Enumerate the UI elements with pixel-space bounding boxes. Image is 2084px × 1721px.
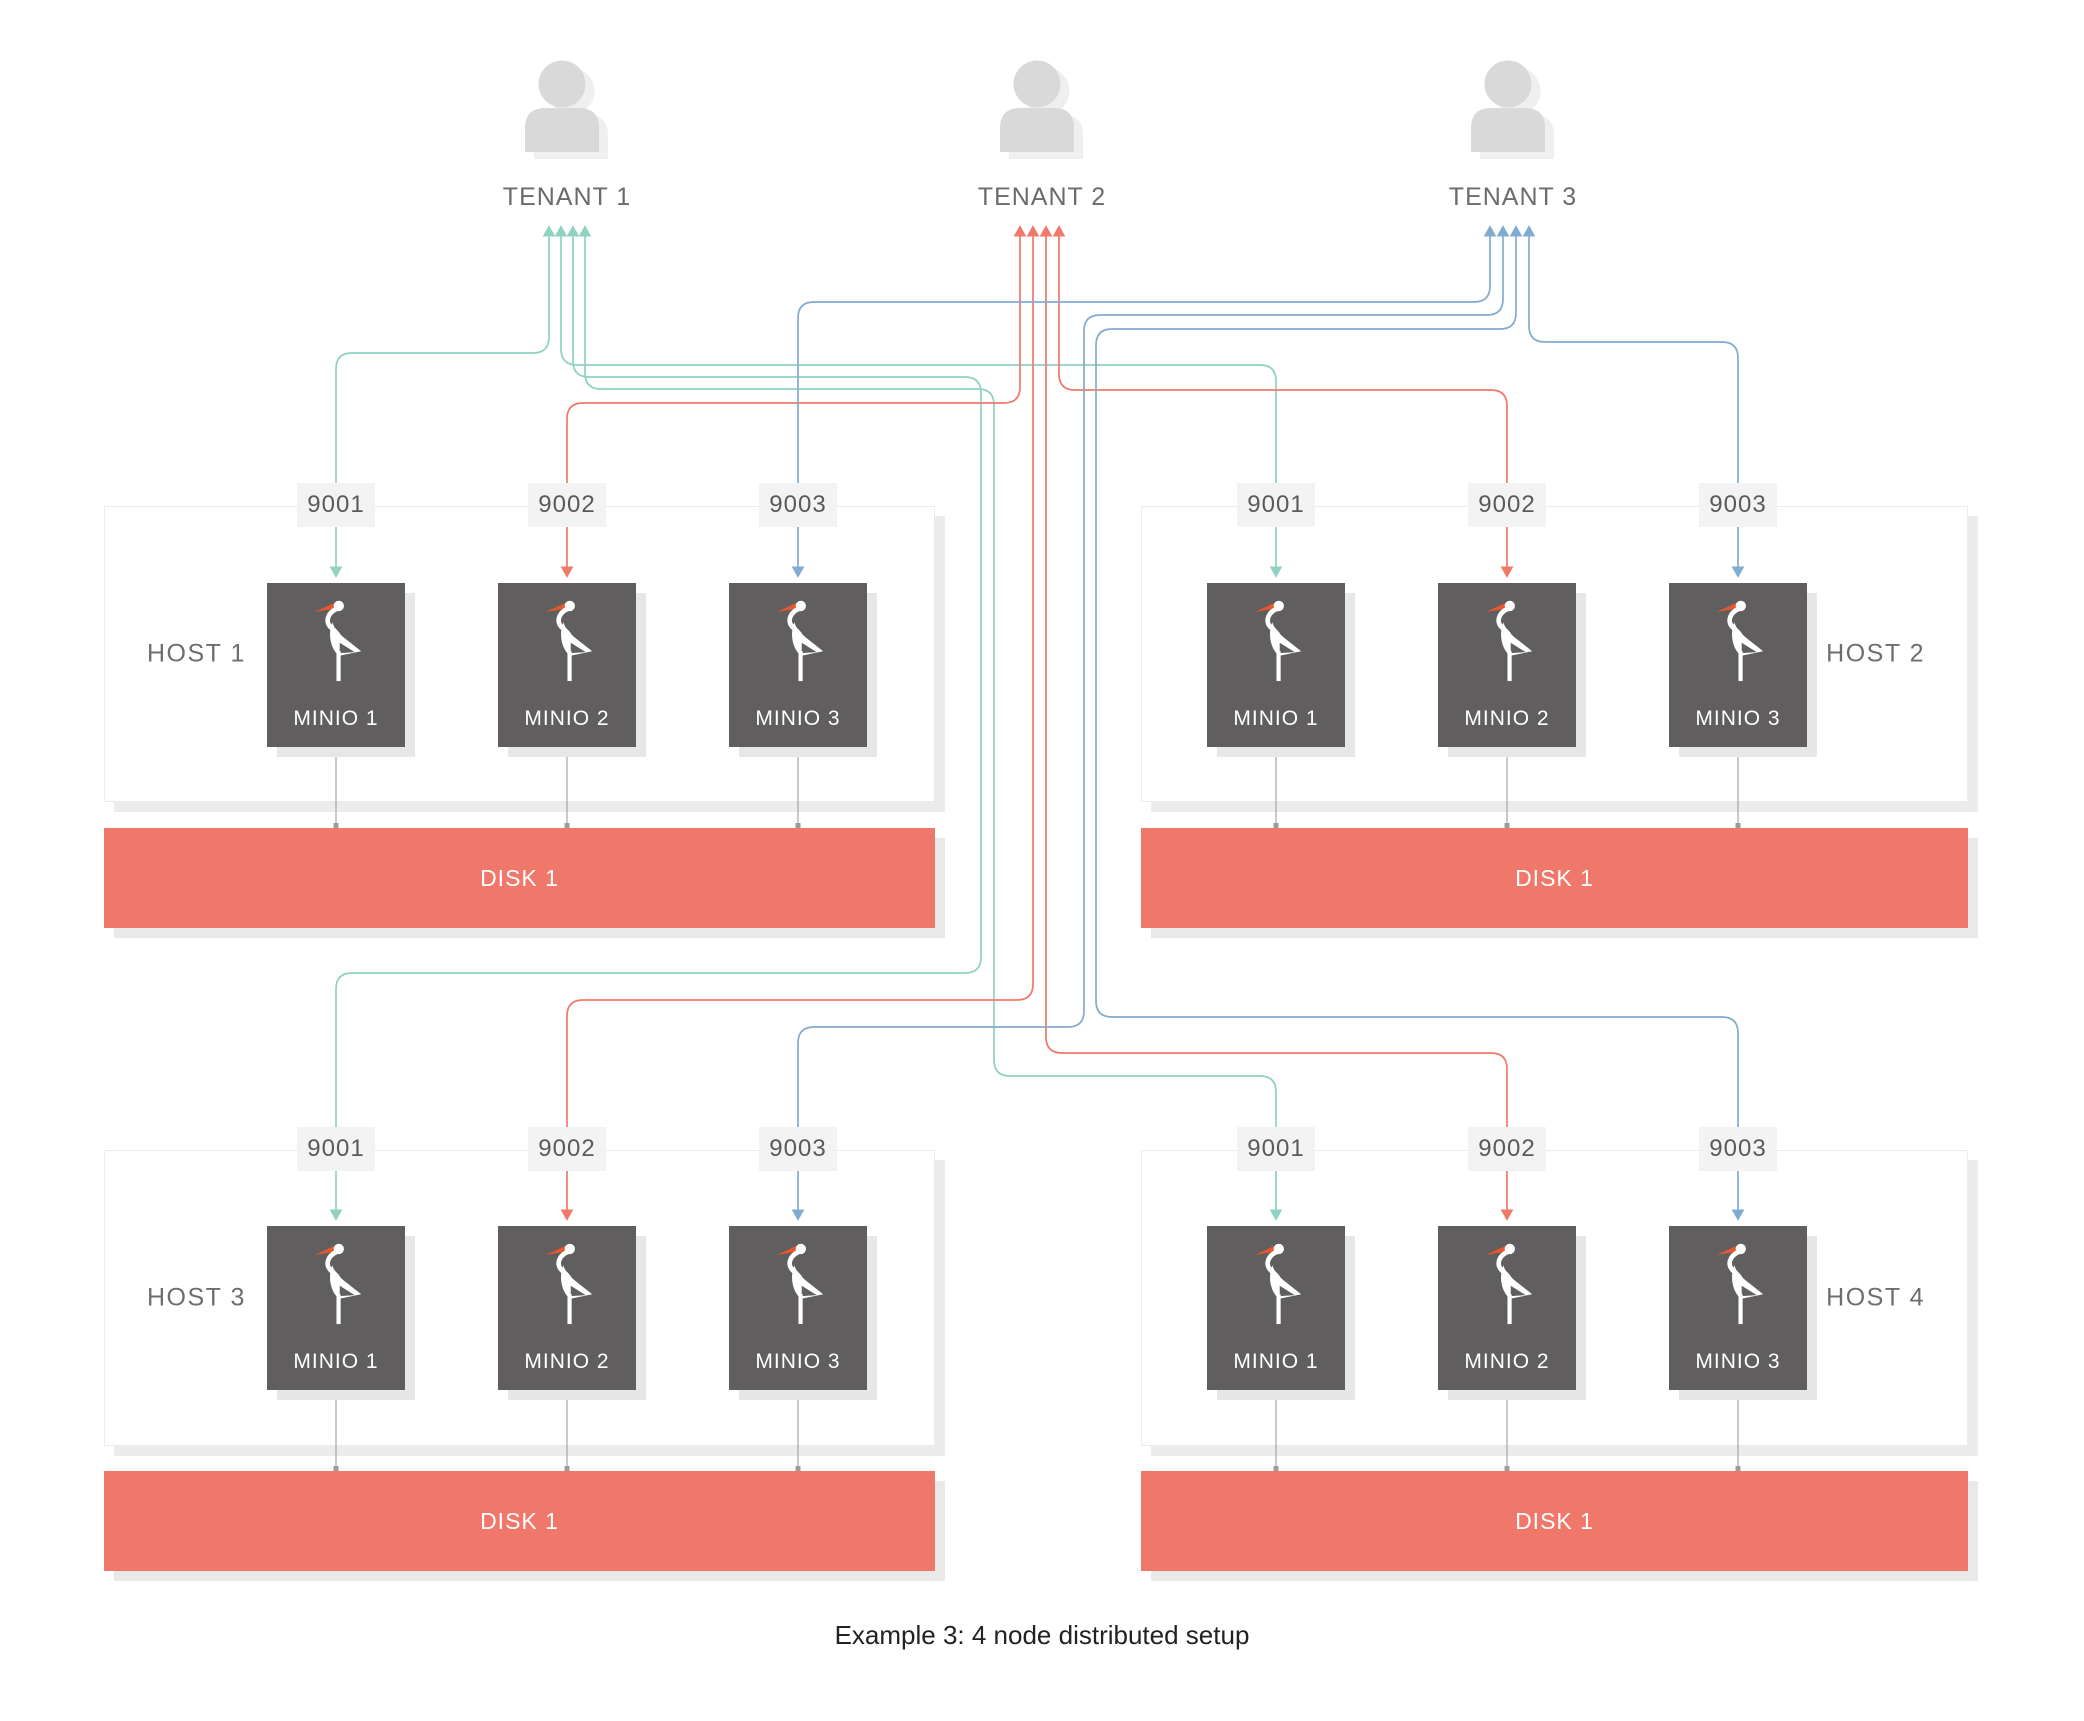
minio-node: MINIO 3 xyxy=(729,583,867,747)
minio-node-label: MINIO 3 xyxy=(1695,1350,1781,1373)
minio-node: MINIO 1 xyxy=(1207,583,1345,747)
port-badge: 9001 xyxy=(297,483,375,527)
minio-node: MINIO 2 xyxy=(498,583,636,747)
minio-stork-icon xyxy=(314,600,362,682)
tenant: TENANT 1 xyxy=(487,60,647,212)
minio-node: MINIO 1 xyxy=(267,1226,405,1390)
tenant-label: TENANT 3 xyxy=(1448,183,1578,211)
person-icon xyxy=(1000,60,1083,159)
disk-bar: DISK 1 xyxy=(1141,828,1968,928)
minio-stork-icon xyxy=(314,1243,362,1325)
minio-node: MINIO 1 xyxy=(267,583,405,747)
minio-node-label: MINIO 2 xyxy=(524,1350,610,1373)
person-icon xyxy=(1471,60,1554,159)
minio-stork-icon xyxy=(1485,1243,1533,1325)
minio-stork-icon xyxy=(1254,1243,1302,1325)
connection-tenant3-host1-9003 xyxy=(791,225,1497,578)
connection-tenant1-host2-9001 xyxy=(554,225,1283,578)
connection-tenant1-host4-9001 xyxy=(578,225,1283,1221)
minio-stork-icon xyxy=(1485,600,1533,682)
minio-logo xyxy=(770,597,826,688)
tenant-label: TENANT 1 xyxy=(502,183,632,211)
port-badge: 9003 xyxy=(759,483,837,527)
minio-logo xyxy=(770,1240,826,1331)
minio-logo xyxy=(1479,597,1535,688)
tenant-label: TENANT 2 xyxy=(977,183,1107,211)
port-badge: 9002 xyxy=(1468,1127,1546,1171)
minio-node-label: MINIO 2 xyxy=(1464,707,1550,730)
minio-stork-icon xyxy=(1254,600,1302,682)
minio-node: MINIO 3 xyxy=(729,1226,867,1390)
port-badge: 9003 xyxy=(759,1127,837,1171)
minio-logo xyxy=(1248,597,1304,688)
disk-bar: DISK 1 xyxy=(104,828,935,928)
tenant: TENANT 2 xyxy=(962,60,1122,212)
minio-logo xyxy=(308,597,364,688)
connection-tenant3-host2-9003 xyxy=(1522,225,1745,578)
minio-logo xyxy=(539,597,595,688)
minio-node-label: MINIO 3 xyxy=(755,707,841,730)
minio-logo xyxy=(1248,1240,1304,1331)
connection-tenant1-host3-9001 xyxy=(329,225,982,1221)
minio-node-label: MINIO 2 xyxy=(524,707,610,730)
port-badge: 9002 xyxy=(528,1127,606,1171)
connection-tenant3-host4-9003 xyxy=(1095,225,1745,1221)
port-badge: 9003 xyxy=(1699,1127,1777,1171)
minio-node-label: MINIO 1 xyxy=(1233,1350,1319,1373)
minio-node-label: MINIO 3 xyxy=(1695,707,1781,730)
port-badge: 9003 xyxy=(1699,483,1777,527)
minio-logo xyxy=(1479,1240,1535,1331)
minio-node: MINIO 2 xyxy=(498,1226,636,1390)
disk-bar: DISK 1 xyxy=(104,1471,935,1571)
minio-node: MINIO 3 xyxy=(1669,583,1807,747)
minio-logo xyxy=(308,1240,364,1331)
minio-stork-icon xyxy=(776,1243,824,1325)
minio-stork-icon xyxy=(776,600,824,682)
minio-logo xyxy=(539,1240,595,1331)
port-badge: 9002 xyxy=(1468,483,1546,527)
host-label: HOST 3 xyxy=(147,1283,246,1312)
minio-node-label: MINIO 1 xyxy=(293,1350,379,1373)
minio-stork-icon xyxy=(1716,600,1764,682)
minio-node: MINIO 3 xyxy=(1669,1226,1807,1390)
minio-stork-icon xyxy=(545,600,593,682)
minio-logo xyxy=(1710,1240,1766,1331)
host-label: HOST 4 xyxy=(1826,1283,1925,1312)
minio-node: MINIO 2 xyxy=(1438,1226,1576,1390)
minio-node-label: MINIO 2 xyxy=(1464,1350,1550,1373)
person-icon xyxy=(525,60,608,159)
minio-node-label: MINIO 1 xyxy=(293,707,379,730)
minio-logo xyxy=(1710,597,1766,688)
minio-node-label: MINIO 3 xyxy=(755,1350,841,1373)
disk-bar: DISK 1 xyxy=(1141,1471,1968,1571)
connection-tenant3-host3-9003 xyxy=(791,225,1510,1221)
tenant: TENANT 3 xyxy=(1433,60,1593,212)
port-badge: 9002 xyxy=(528,483,606,527)
minio-node: MINIO 2 xyxy=(1438,583,1576,747)
minio-stork-icon xyxy=(545,1243,593,1325)
port-badge: 9001 xyxy=(1237,1127,1315,1171)
host-label: HOST 1 xyxy=(147,639,246,668)
port-badge: 9001 xyxy=(1237,483,1315,527)
minio-stork-icon xyxy=(1716,1243,1764,1325)
minio-node-label: MINIO 1 xyxy=(1233,707,1319,730)
host-label: HOST 2 xyxy=(1826,639,1925,668)
port-badge: 9001 xyxy=(297,1127,375,1171)
caption: Example 3: 4 node distributed setup xyxy=(834,1620,1250,1650)
minio-node: MINIO 1 xyxy=(1207,1226,1345,1390)
